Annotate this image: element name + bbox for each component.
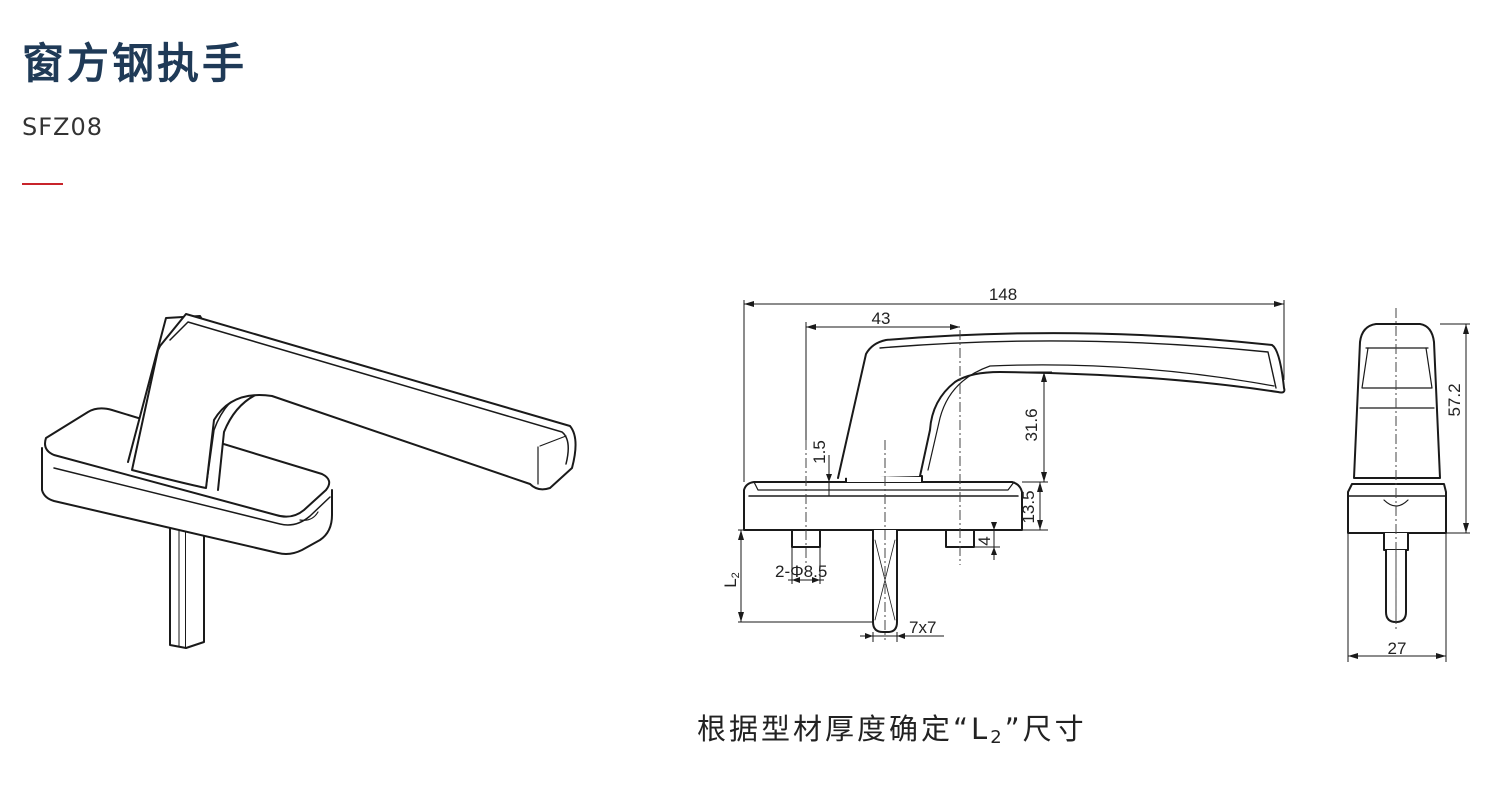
side-view: [1347, 323, 1447, 623]
dim-148: 148: [989, 285, 1017, 304]
dim-l2: L2: [721, 572, 742, 588]
dim-screw-holes: 2-Φ8.5: [775, 562, 827, 581]
dim-43: 43: [872, 309, 891, 328]
front-view: [743, 332, 1286, 633]
dim-4: 4: [975, 536, 994, 545]
dim-7x7: 7x7: [909, 618, 936, 637]
dim-27: 27: [1388, 639, 1407, 658]
model-number: SFZ08: [22, 113, 104, 141]
perspective-view: [41, 313, 577, 649]
dim-57-2: 57.2: [1445, 383, 1464, 416]
l2-note: 根据型材厚度确定“L2”尺寸: [697, 712, 1087, 748]
dim-1-5: 1.5: [810, 440, 829, 464]
dim-31-6: 31.6: [1022, 408, 1041, 441]
page-title: 窗方钢执手: [22, 39, 248, 88]
dim-13-5: 13.5: [1019, 490, 1038, 523]
accent-divider: [22, 183, 63, 185]
